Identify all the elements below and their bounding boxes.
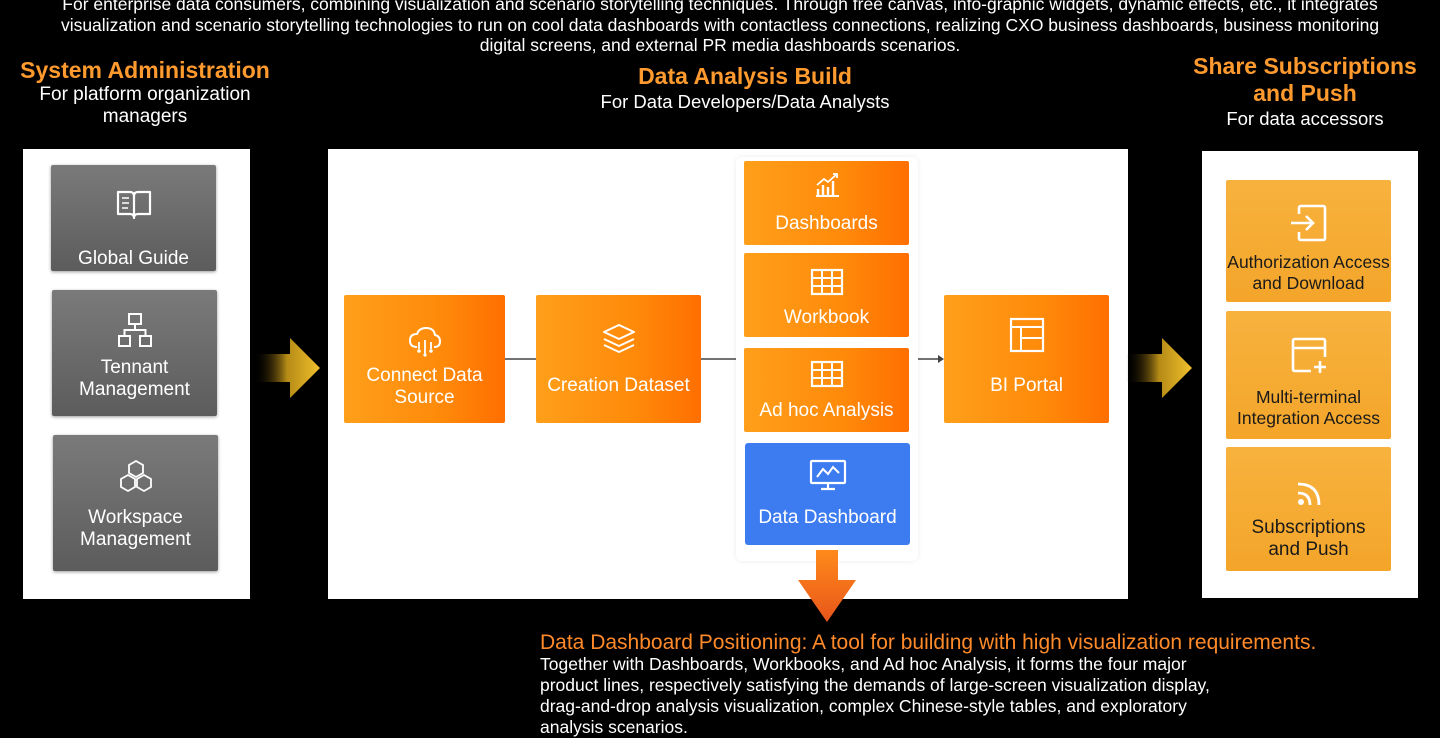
intro-text: For enterprise data consumers, combining… — [40, 0, 1400, 56]
global-guide-label: Global Guide — [78, 248, 189, 269]
monitor-icon — [809, 459, 847, 491]
data-dashboard-positioning-body: Together with Dashboards, Workbooks, and… — [540, 654, 1430, 738]
connect-data-source-label: Connect Data Source — [344, 365, 505, 409]
system-admin-subtitle-line-1: For platform organization — [39, 84, 251, 105]
system-admin-title: System Administration — [20, 57, 270, 83]
tenant-management-card[interactable]: Tennant Management — [52, 290, 217, 416]
grid-icon — [810, 360, 843, 388]
share-panel: Authorization Access and Download Multi-… — [1202, 151, 1418, 598]
subscriptions-push-label-line-2: and Push — [1268, 539, 1349, 560]
ad-hoc-analysis-label: Ad hoc Analysis — [759, 400, 894, 421]
multi-terminal-label-line-2: Integration Access — [1237, 408, 1380, 428]
intro-line-1: For enterprise data consumers, combining… — [62, 0, 1378, 14]
layers-icon — [602, 324, 635, 353]
authorization-access-label-line-1: Authorization Access — [1227, 252, 1390, 272]
flow-arrow-left-icon — [254, 338, 320, 398]
share-title-line-1: Share Subscriptions — [1193, 53, 1417, 79]
org-chart-icon — [117, 313, 152, 347]
note-line-2: product lines, respectively satisfying t… — [540, 675, 1210, 695]
tenant-management-label-line-1: Tennant — [100, 357, 169, 378]
system-admin-panel: Global Guide Tennant Management Workspac… — [23, 149, 250, 599]
note-line-1: Together with Dashboards, Workbooks, and… — [540, 654, 1187, 674]
workspace-management-label: Workspace Management — [53, 507, 218, 551]
intro-line-2: visualization and scenario storytelling … — [60, 14, 1380, 35]
data-dashboard-card[interactable]: Data Dashboard — [745, 443, 910, 545]
share-title: Share Subscriptions and Push — [1170, 53, 1440, 107]
down-arrow-icon — [798, 550, 856, 622]
global-guide-card[interactable]: Global Guide — [51, 165, 216, 271]
grid-icon — [810, 268, 843, 296]
workspace-management-label-line-1: Workspace — [88, 507, 183, 528]
system-admin-subtitle: For platform organization managers — [0, 84, 290, 128]
note-line-3: drag-and-drop analysis visualization, co… — [540, 696, 1187, 716]
tenant-management-label-line-2: Management — [79, 379, 190, 400]
creation-dataset-label: Creation Dataset — [547, 375, 690, 396]
note-line-4: analysis scenarios. — [540, 717, 688, 737]
dashboards-card[interactable]: Dashboards — [744, 161, 909, 245]
subscriptions-push-label: Subscriptions and Push — [1226, 517, 1391, 561]
multi-terminal-label: Multi-terminal Integration Access — [1226, 387, 1391, 429]
multi-terminal-label-line-1: Multi-terminal — [1255, 387, 1362, 407]
authorization-access-label: Authorization Access and Download — [1226, 252, 1391, 294]
book-icon — [116, 190, 151, 220]
data-dashboard-label: Data Dashboard — [758, 507, 897, 528]
system-admin-subtitle-line-2: managers — [102, 106, 188, 127]
workbook-label: Workbook — [783, 307, 870, 328]
intro-line-3: digital screens, and external PR media d… — [479, 35, 961, 55]
data-analysis-title: Data Analysis Build — [638, 63, 852, 89]
flow-arrow-right-icon — [1126, 338, 1192, 398]
data-analysis-subtitle: For Data Developers/Data Analysts — [600, 91, 890, 112]
tenant-management-label: Tennant Management — [52, 357, 217, 401]
window-add-icon — [1291, 337, 1326, 373]
ad-hoc-analysis-card[interactable]: Ad hoc Analysis — [744, 348, 909, 432]
cloud-icon — [408, 327, 441, 357]
workspace-management-card[interactable]: Workspace Management — [53, 435, 218, 571]
multi-terminal-card[interactable]: Multi-terminal Integration Access — [1226, 311, 1391, 439]
login-icon — [1290, 204, 1326, 242]
connect-data-source-label-line-2: Source — [394, 387, 455, 408]
rss-icon — [1297, 482, 1320, 506]
cubes-icon — [119, 459, 152, 493]
workbook-card[interactable]: Workbook — [744, 253, 909, 337]
subscriptions-push-card[interactable]: Subscriptions and Push — [1226, 447, 1391, 571]
layout-icon — [1009, 317, 1044, 353]
share-subtitle: For data accessors — [1226, 108, 1384, 129]
bar-chart-icon — [815, 173, 839, 197]
share-title-line-2: and Push — [1253, 80, 1357, 106]
data-analysis-panel: Connect Data Source Creation Dataset Das… — [328, 149, 1128, 599]
dashboards-label: Dashboards — [775, 213, 878, 234]
creation-dataset-card[interactable]: Creation Dataset — [536, 295, 701, 423]
authorization-access-card[interactable]: Authorization Access and Download — [1226, 180, 1391, 302]
connect-data-source-label-line-1: Connect Data — [366, 365, 483, 386]
data-dashboard-positioning-title: Data Dashboard Positioning: A tool for b… — [540, 631, 1317, 654]
bi-portal-label: BI Portal — [990, 375, 1063, 396]
subscriptions-push-label-line-1: Subscriptions — [1251, 517, 1366, 538]
workspace-management-label-line-2: Management — [80, 529, 191, 550]
authorization-access-label-line-2: and Download — [1252, 273, 1365, 293]
connect-data-source-card[interactable]: Connect Data Source — [344, 295, 505, 423]
bi-portal-card[interactable]: BI Portal — [944, 295, 1109, 423]
